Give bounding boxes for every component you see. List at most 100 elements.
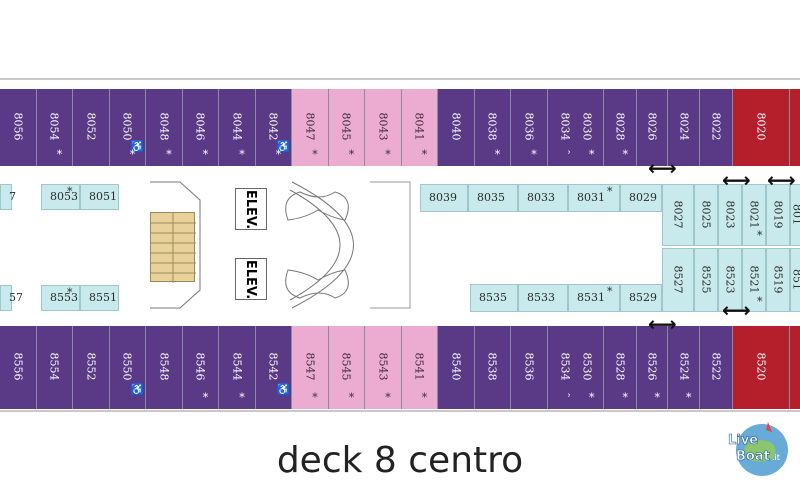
cabin-8027[interactable]: 8027 <box>662 184 694 246</box>
cabin-8538[interactable]: 8538 <box>474 326 511 409</box>
cabin-8022[interactable]: 8022 <box>700 89 733 166</box>
cabin-number: 8529 <box>629 291 657 304</box>
cabin-57[interactable]: 57 <box>0 285 23 311</box>
cabin-8031[interactable]: 8031* <box>568 184 620 212</box>
cabin-8025[interactable]: 8025 <box>694 184 718 246</box>
logo-text-suffix: .it <box>772 453 780 462</box>
cabin-7[interactable]: 7 <box>0 184 16 210</box>
cabin-number: 8546 <box>193 352 207 380</box>
elevator-top: ELEV. <box>235 188 267 230</box>
cabin-8045[interactable]: 8045* <box>328 89 365 166</box>
wheelchair-icon: ♿ <box>276 383 291 396</box>
cabin-8524[interactable]: 8524* <box>668 326 700 409</box>
deck-title: deck 8 centro <box>276 440 524 481</box>
cabin-number: 8548 <box>157 352 171 380</box>
cabin-8548[interactable]: 8548 <box>146 326 183 409</box>
cabin-8040[interactable]: 8040 <box>438 89 475 166</box>
cabin-8051[interactable]: 8051 <box>80 184 119 210</box>
cabin-8053[interactable]: 8053* <box>41 184 80 210</box>
cabin-8041[interactable]: 8041* <box>401 89 438 166</box>
cabin-8046[interactable]: 8046* <box>182 89 219 166</box>
cabin-8540[interactable]: 8540 <box>438 326 475 409</box>
cabin-8521[interactable]: 8521* <box>742 248 766 312</box>
cabin-number: 8053 <box>50 190 78 203</box>
cabin-8554[interactable]: 8554 <box>36 326 73 409</box>
cabin-number: 8527 <box>671 265 685 294</box>
cabin-8039[interactable]: 8039 <box>420 184 468 212</box>
cabin-8050[interactable]: 8050♿* <box>109 89 146 166</box>
cabin-8054[interactable]: 8054* <box>36 89 73 166</box>
cabin-8052[interactable]: 8052 <box>73 89 110 166</box>
cabin-8542[interactable]: 8542♿ <box>255 326 292 409</box>
cabin-number: 8027 <box>671 200 685 229</box>
star-marker: * <box>348 148 355 161</box>
cabin-8556[interactable]: 8556 <box>0 326 37 409</box>
cabin-8024[interactable]: 8024 <box>668 89 700 166</box>
cabin-851[interactable]: 851 <box>790 248 800 312</box>
cabin-number: 8025 <box>699 200 713 229</box>
cabin-8520[interactable]: 8520 <box>733 326 790 409</box>
cabin-8029[interactable]: 8029 <box>620 184 662 212</box>
star-marker: * <box>129 148 136 161</box>
cabin-8547[interactable]: 8547* <box>292 326 329 409</box>
cabin-8026[interactable]: 8026 <box>637 89 668 166</box>
cabin-8056[interactable]: 8056 <box>0 89 37 166</box>
cabin-8028[interactable]: 8028* <box>604 89 637 166</box>
cabin-8030[interactable]: 8030* <box>570 89 604 166</box>
cabin-number: 8536 <box>522 352 536 380</box>
cabin-8552[interactable]: 8552 <box>73 326 110 409</box>
logo-text-live: Live <box>728 433 758 448</box>
cabin-8544[interactable]: 8544* <box>219 326 256 409</box>
cabin-8533[interactable]: 8533 <box>518 284 568 312</box>
cabin-unlabeled[interactable] <box>790 89 800 166</box>
cabin-8035[interactable]: 8035 <box>468 184 518 212</box>
cabin-8523[interactable]: 8523 <box>718 248 742 312</box>
cabin-8519[interactable]: 8519 <box>766 248 790 312</box>
cabin-number: 57 <box>9 291 23 304</box>
cabin-8021[interactable]: 8021* <box>742 184 766 246</box>
cabin-8550[interactable]: 8550♿ <box>109 326 146 409</box>
star-marker: * <box>56 148 63 161</box>
cabin-8038[interactable]: 8038* <box>474 89 511 166</box>
cabin-8042[interactable]: 8042♿* <box>255 89 292 166</box>
star-marker: * <box>67 185 73 198</box>
cabin-8019[interactable]: 8019 <box>766 184 790 246</box>
cabin-8551[interactable]: 8551 <box>80 285 119 311</box>
cabin-8545[interactable]: 8545* <box>328 326 365 409</box>
cabin-8023[interactable]: 8023 <box>718 184 742 246</box>
cabin-8531[interactable]: 8531* <box>568 284 620 312</box>
cabin-8526[interactable]: 8526* <box>637 326 668 409</box>
cabin-8522[interactable]: 8522 <box>700 326 733 409</box>
cabin-unlabeled[interactable] <box>790 326 800 409</box>
cabin-8543[interactable]: 8543* <box>365 326 402 409</box>
cabin-8536[interactable]: 8536 <box>511 326 548 409</box>
cabin-8541[interactable]: 8541* <box>401 326 438 409</box>
cabin-8528[interactable]: 8528* <box>604 326 637 409</box>
cabin-8047[interactable]: 8047* <box>292 89 329 166</box>
cabin-number: 8029 <box>629 191 657 204</box>
cabin-801[interactable]: 801 <box>790 184 800 246</box>
cabin-8033[interactable]: 8033 <box>518 184 568 212</box>
cabin-8535[interactable]: 8535 <box>470 284 518 312</box>
cabin-number: 8056 <box>11 112 25 140</box>
cabin-8527[interactable]: 8527 <box>662 248 694 312</box>
cabin-8043[interactable]: 8043* <box>365 89 402 166</box>
cabin-8044[interactable]: 8044* <box>219 89 256 166</box>
cabin-8020[interactable]: 8020 <box>733 89 790 166</box>
wheelchair-icon: ♿ <box>276 140 291 153</box>
cabin-number: 801 <box>790 204 800 225</box>
cabin-8048[interactable]: 8048* <box>146 89 183 166</box>
cabin-8530[interactable]: 8530* <box>570 326 604 409</box>
cabin-8553[interactable]: 8553* <box>41 285 80 311</box>
cabin-number: 8556 <box>11 352 25 380</box>
cabin-number: 8031 <box>577 191 605 204</box>
star-marker: * <box>348 391 355 404</box>
cabin-number: 8523 <box>723 265 737 294</box>
cabin-8529[interactable]: 8529 <box>620 284 662 312</box>
cabin-8036[interactable]: 8036* <box>511 89 548 166</box>
cabin-8525[interactable]: 8525 <box>694 248 718 312</box>
cabin-number: 8544 <box>230 352 244 380</box>
cabin-8546[interactable]: 8546* <box>182 326 219 409</box>
star-marker: * <box>531 148 537 161</box>
